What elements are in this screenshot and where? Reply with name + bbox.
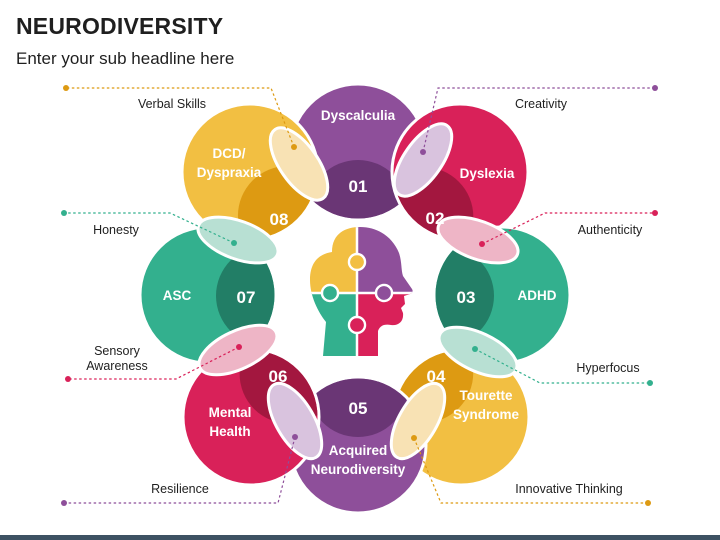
connector-end-dot — [652, 210, 658, 216]
connector-line — [68, 346, 240, 380]
connector-end-dot — [652, 85, 658, 91]
petal-label: Dyslexia — [460, 166, 515, 181]
connector-end-dot — [65, 376, 71, 382]
connector-6 — [65, 344, 242, 382]
petal-number: 04 — [427, 367, 446, 386]
connector-end-dot — [61, 500, 67, 506]
overlap-lens-7 — [196, 215, 280, 265]
overlap-label: Hyperfocus — [576, 361, 639, 375]
petal-06 — [181, 347, 321, 487]
petal-number: 01 — [349, 177, 368, 196]
overlap-lens-1 — [392, 122, 454, 198]
page-subtitle: Enter your sub headline here — [16, 49, 235, 68]
puzzle-head-icon — [310, 227, 413, 356]
petal-label: ADHD — [518, 288, 557, 303]
footer-bar — [0, 535, 720, 540]
overlap-lens-4 — [389, 381, 447, 461]
overlap-lens-3 — [437, 325, 519, 379]
connector-start-dot — [472, 346, 478, 352]
connector-7 — [61, 210, 237, 246]
overlap-label: Honesty — [93, 223, 140, 237]
petal-inner-band — [308, 160, 408, 219]
overlap-lens-6 — [197, 323, 279, 377]
connector-4 — [411, 435, 651, 506]
connector-end-dot — [61, 210, 67, 216]
connector-end-dot — [645, 500, 651, 506]
connector-line — [413, 437, 648, 504]
overlaps-layer — [196, 122, 520, 461]
petal-label: ASC — [163, 288, 192, 303]
petal-label: Dyscalculia — [321, 108, 396, 123]
overlap-label: Innovative Thinking — [515, 482, 623, 496]
connector-1 — [420, 85, 658, 155]
overlap-label: Creativity — [515, 97, 568, 111]
overlap-label: Resilience — [151, 482, 209, 496]
petal-label: DCD/Dyspraxia — [197, 146, 262, 180]
labels-layer: CreativityAuthenticityHyperfocusInnovati… — [86, 97, 643, 496]
connector-5 — [61, 434, 298, 506]
connector-start-dot — [291, 144, 297, 150]
puzzle-piece-purple — [357, 227, 413, 293]
overlap-lens-5 — [266, 381, 324, 461]
connector-start-dot — [411, 435, 417, 441]
overlap-label: Verbal Skills — [138, 97, 206, 111]
connector-line — [481, 212, 655, 245]
petal-inner-band — [435, 245, 495, 346]
connector-end-dot — [647, 380, 653, 386]
puzzle-piece-pink — [357, 293, 413, 356]
connectors-layer — [61, 85, 658, 506]
connector-line — [474, 348, 650, 384]
connector-2 — [479, 210, 658, 247]
petal-number: 02 — [426, 209, 445, 228]
connector-line — [64, 436, 296, 504]
connector-8 — [63, 85, 297, 150]
puzzle-piece-yellow — [310, 227, 357, 293]
overlap-lens-2 — [436, 215, 520, 265]
connector-line — [422, 87, 655, 153]
connector-start-dot — [231, 240, 237, 246]
petal-number: 03 — [457, 288, 476, 307]
overlap-label: Authenticity — [578, 223, 643, 237]
connector-end-dot — [63, 85, 69, 91]
connector-line — [64, 212, 235, 244]
overlap-lens-8 — [268, 126, 330, 202]
petal-inner-band — [308, 378, 408, 437]
petal-inner-band — [239, 350, 318, 424]
connector-start-dot — [420, 149, 426, 155]
petal-number: 08 — [270, 210, 289, 229]
petal-number: 07 — [237, 288, 256, 307]
petal-number: 06 — [269, 367, 288, 386]
connector-3 — [472, 346, 653, 386]
connector-start-dot — [292, 434, 298, 440]
petal-number: 05 — [349, 399, 368, 418]
connector-start-dot — [236, 344, 242, 350]
connector-line — [66, 87, 295, 148]
connector-start-dot — [479, 241, 485, 247]
petal-inner-band — [215, 245, 275, 346]
page-title: NEURODIVERSITY — [16, 13, 224, 39]
